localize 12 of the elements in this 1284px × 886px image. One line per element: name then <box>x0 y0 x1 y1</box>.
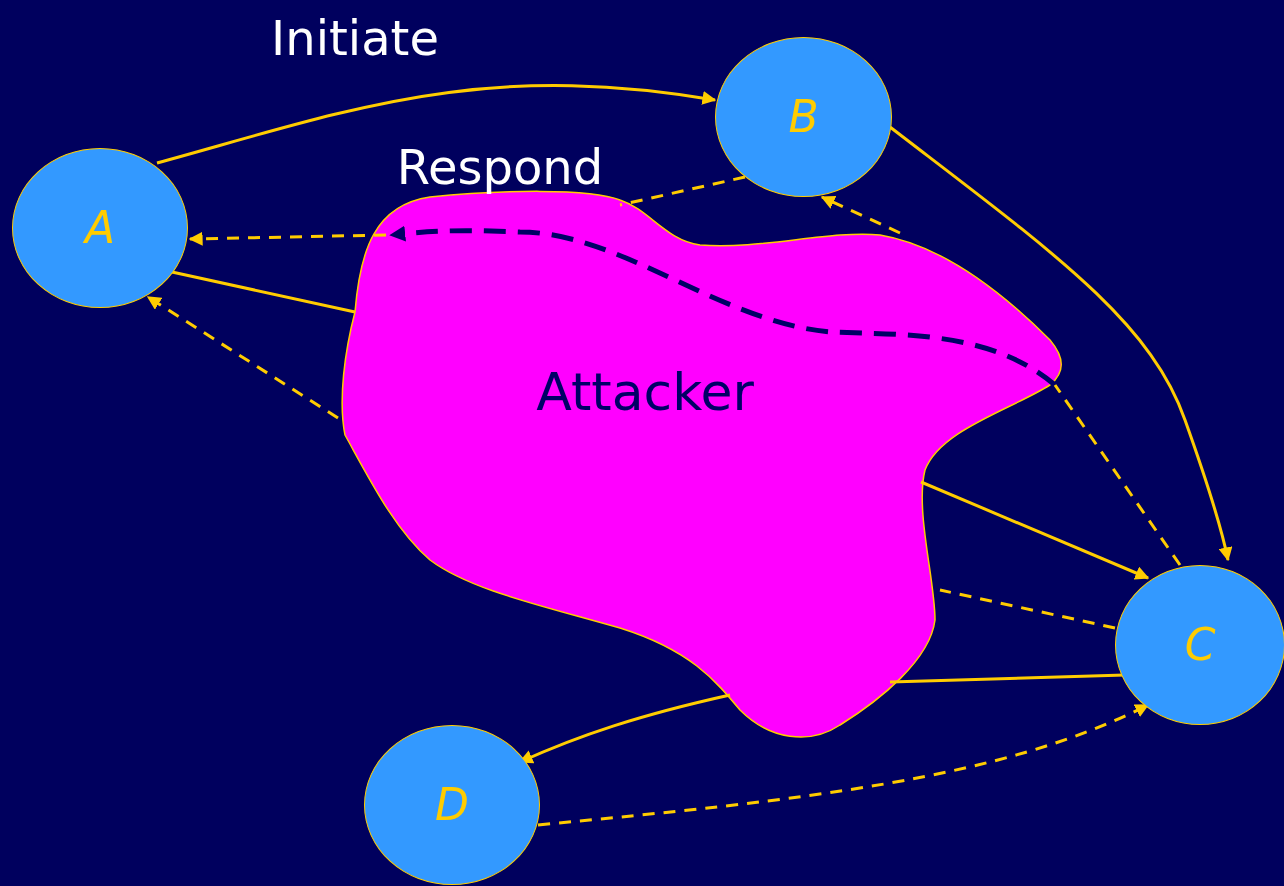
dashed-arrow <box>820 195 901 235</box>
dashed-arrow <box>146 295 339 420</box>
node-label: C <box>1184 623 1216 667</box>
attacker-label: Attacker <box>536 362 754 422</box>
node-label: D <box>435 783 469 827</box>
node-label: A <box>84 206 116 250</box>
arrow <box>889 125 1233 562</box>
arrow <box>920 480 1150 580</box>
node-label: B <box>788 95 819 139</box>
dashed-arrow <box>188 231 387 246</box>
edge-label: Initiate <box>271 14 439 62</box>
arrow <box>156 84 717 165</box>
